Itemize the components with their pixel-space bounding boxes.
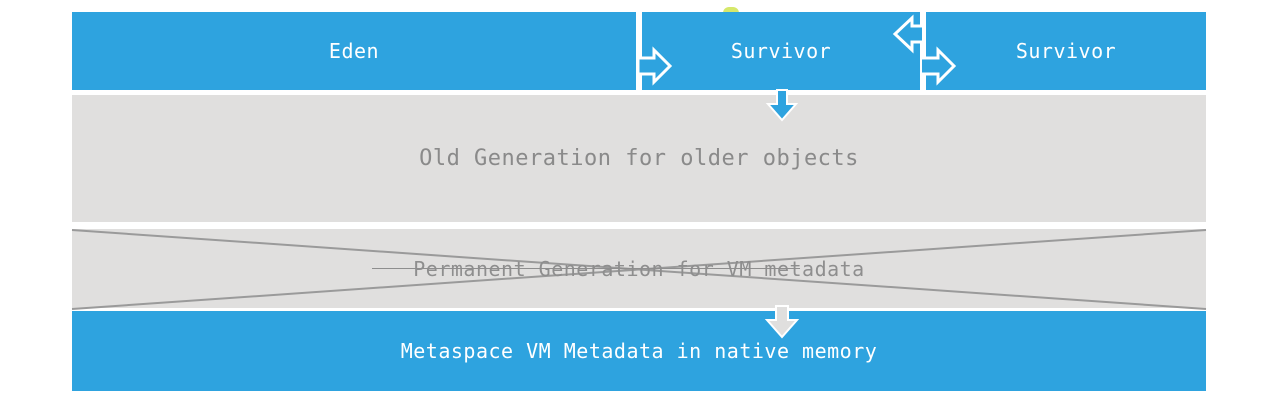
eden-box: Eden	[72, 12, 636, 90]
metaspace-label: Metaspace VM Metadata in native memory	[400, 339, 878, 363]
survivor-1-box: Survivor	[642, 12, 920, 90]
metaspace-box: Metaspace VM Metadata in native memory	[72, 311, 1206, 391]
decorative-dot	[723, 7, 739, 13]
eden-label: Eden	[328, 39, 380, 63]
survivor-1-label: Survivor	[730, 39, 832, 63]
old-generation-label: Old Generation for older objects	[419, 146, 859, 171]
survivor-2-box: Survivor	[926, 12, 1206, 90]
old-generation-box: Old Generation for older objects	[72, 95, 1206, 222]
strikethrough-line	[372, 268, 800, 269]
survivor-2-label: Survivor	[1015, 39, 1117, 63]
